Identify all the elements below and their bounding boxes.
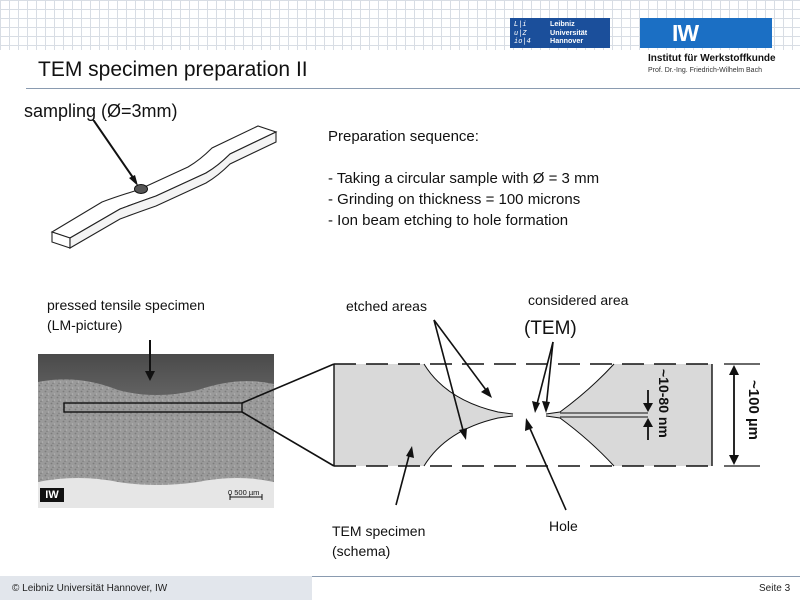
iw-logo-text: IW — [672, 20, 699, 46]
zoom-line-bottom — [241, 411, 335, 467]
sequence-step-2: - Grinding on thickness = 100 microns — [328, 191, 581, 208]
luh-logo: L|i u|Z io|4 Leibniz Universität Hannove… — [510, 18, 610, 48]
sequence-heading: Preparation sequence: — [328, 128, 479, 145]
hole-label: Hole — [549, 518, 578, 534]
page-title: TEM specimen preparation II — [38, 58, 308, 81]
sequence-step-1: - Taking a circular sample with Ø = 3 mm — [328, 170, 600, 187]
considered-area-label: considered area — [528, 292, 629, 308]
tem-label: (TEM) — [524, 318, 577, 339]
tem-specimen-label-line1: TEM specimen — [332, 523, 426, 539]
etched-areas-label: etched areas — [346, 298, 427, 314]
total-thickness-label: ~100 µm — [745, 380, 762, 440]
sampling-label: sampling (Ø=3mm) — [24, 101, 178, 121]
tem-specimen-schema — [333, 363, 713, 467]
footer-left-band: © Leibniz Universität Hannover, IW — [0, 576, 312, 600]
page-number: Seite 3 — [759, 583, 791, 594]
footer: © Leibniz Universität Hannover, IW Seite… — [0, 576, 800, 601]
sequence-step-3: - Ion beam etching to hole formation — [328, 212, 569, 229]
iw-logo: IW — [640, 18, 772, 48]
lm-scale-label: 0 500 µm — [228, 488, 260, 497]
footer-right-band: Seite 3 — [312, 576, 800, 601]
lm-iw-logo: IW — [40, 488, 64, 502]
institute-name: Institut für Werkstoffkunde — [648, 53, 776, 64]
zoom-line-top — [241, 363, 335, 404]
institute-prof: Prof. Dr.-Ing. Friedrich-Wilhelm Bach — [648, 67, 762, 74]
luh-logo-text: Leibniz Universität Hannover — [550, 19, 588, 45]
title-rule — [26, 88, 800, 89]
lm-label-line2: (LM-picture) — [47, 317, 123, 333]
luh-mark: L|i u|Z io|4 — [514, 20, 531, 45]
lm-picture — [38, 354, 274, 508]
lm-picture-image — [38, 354, 274, 508]
tem-specimen-label-line2: (schema) — [332, 543, 391, 559]
thickness-label: ~10-80 nm — [656, 369, 672, 438]
tensile-specimen-drawing — [50, 120, 278, 249]
footer-copyright: © Leibniz Universität Hannover, IW — [12, 583, 168, 594]
lm-label-line1: pressed tensile specimen — [47, 297, 205, 313]
